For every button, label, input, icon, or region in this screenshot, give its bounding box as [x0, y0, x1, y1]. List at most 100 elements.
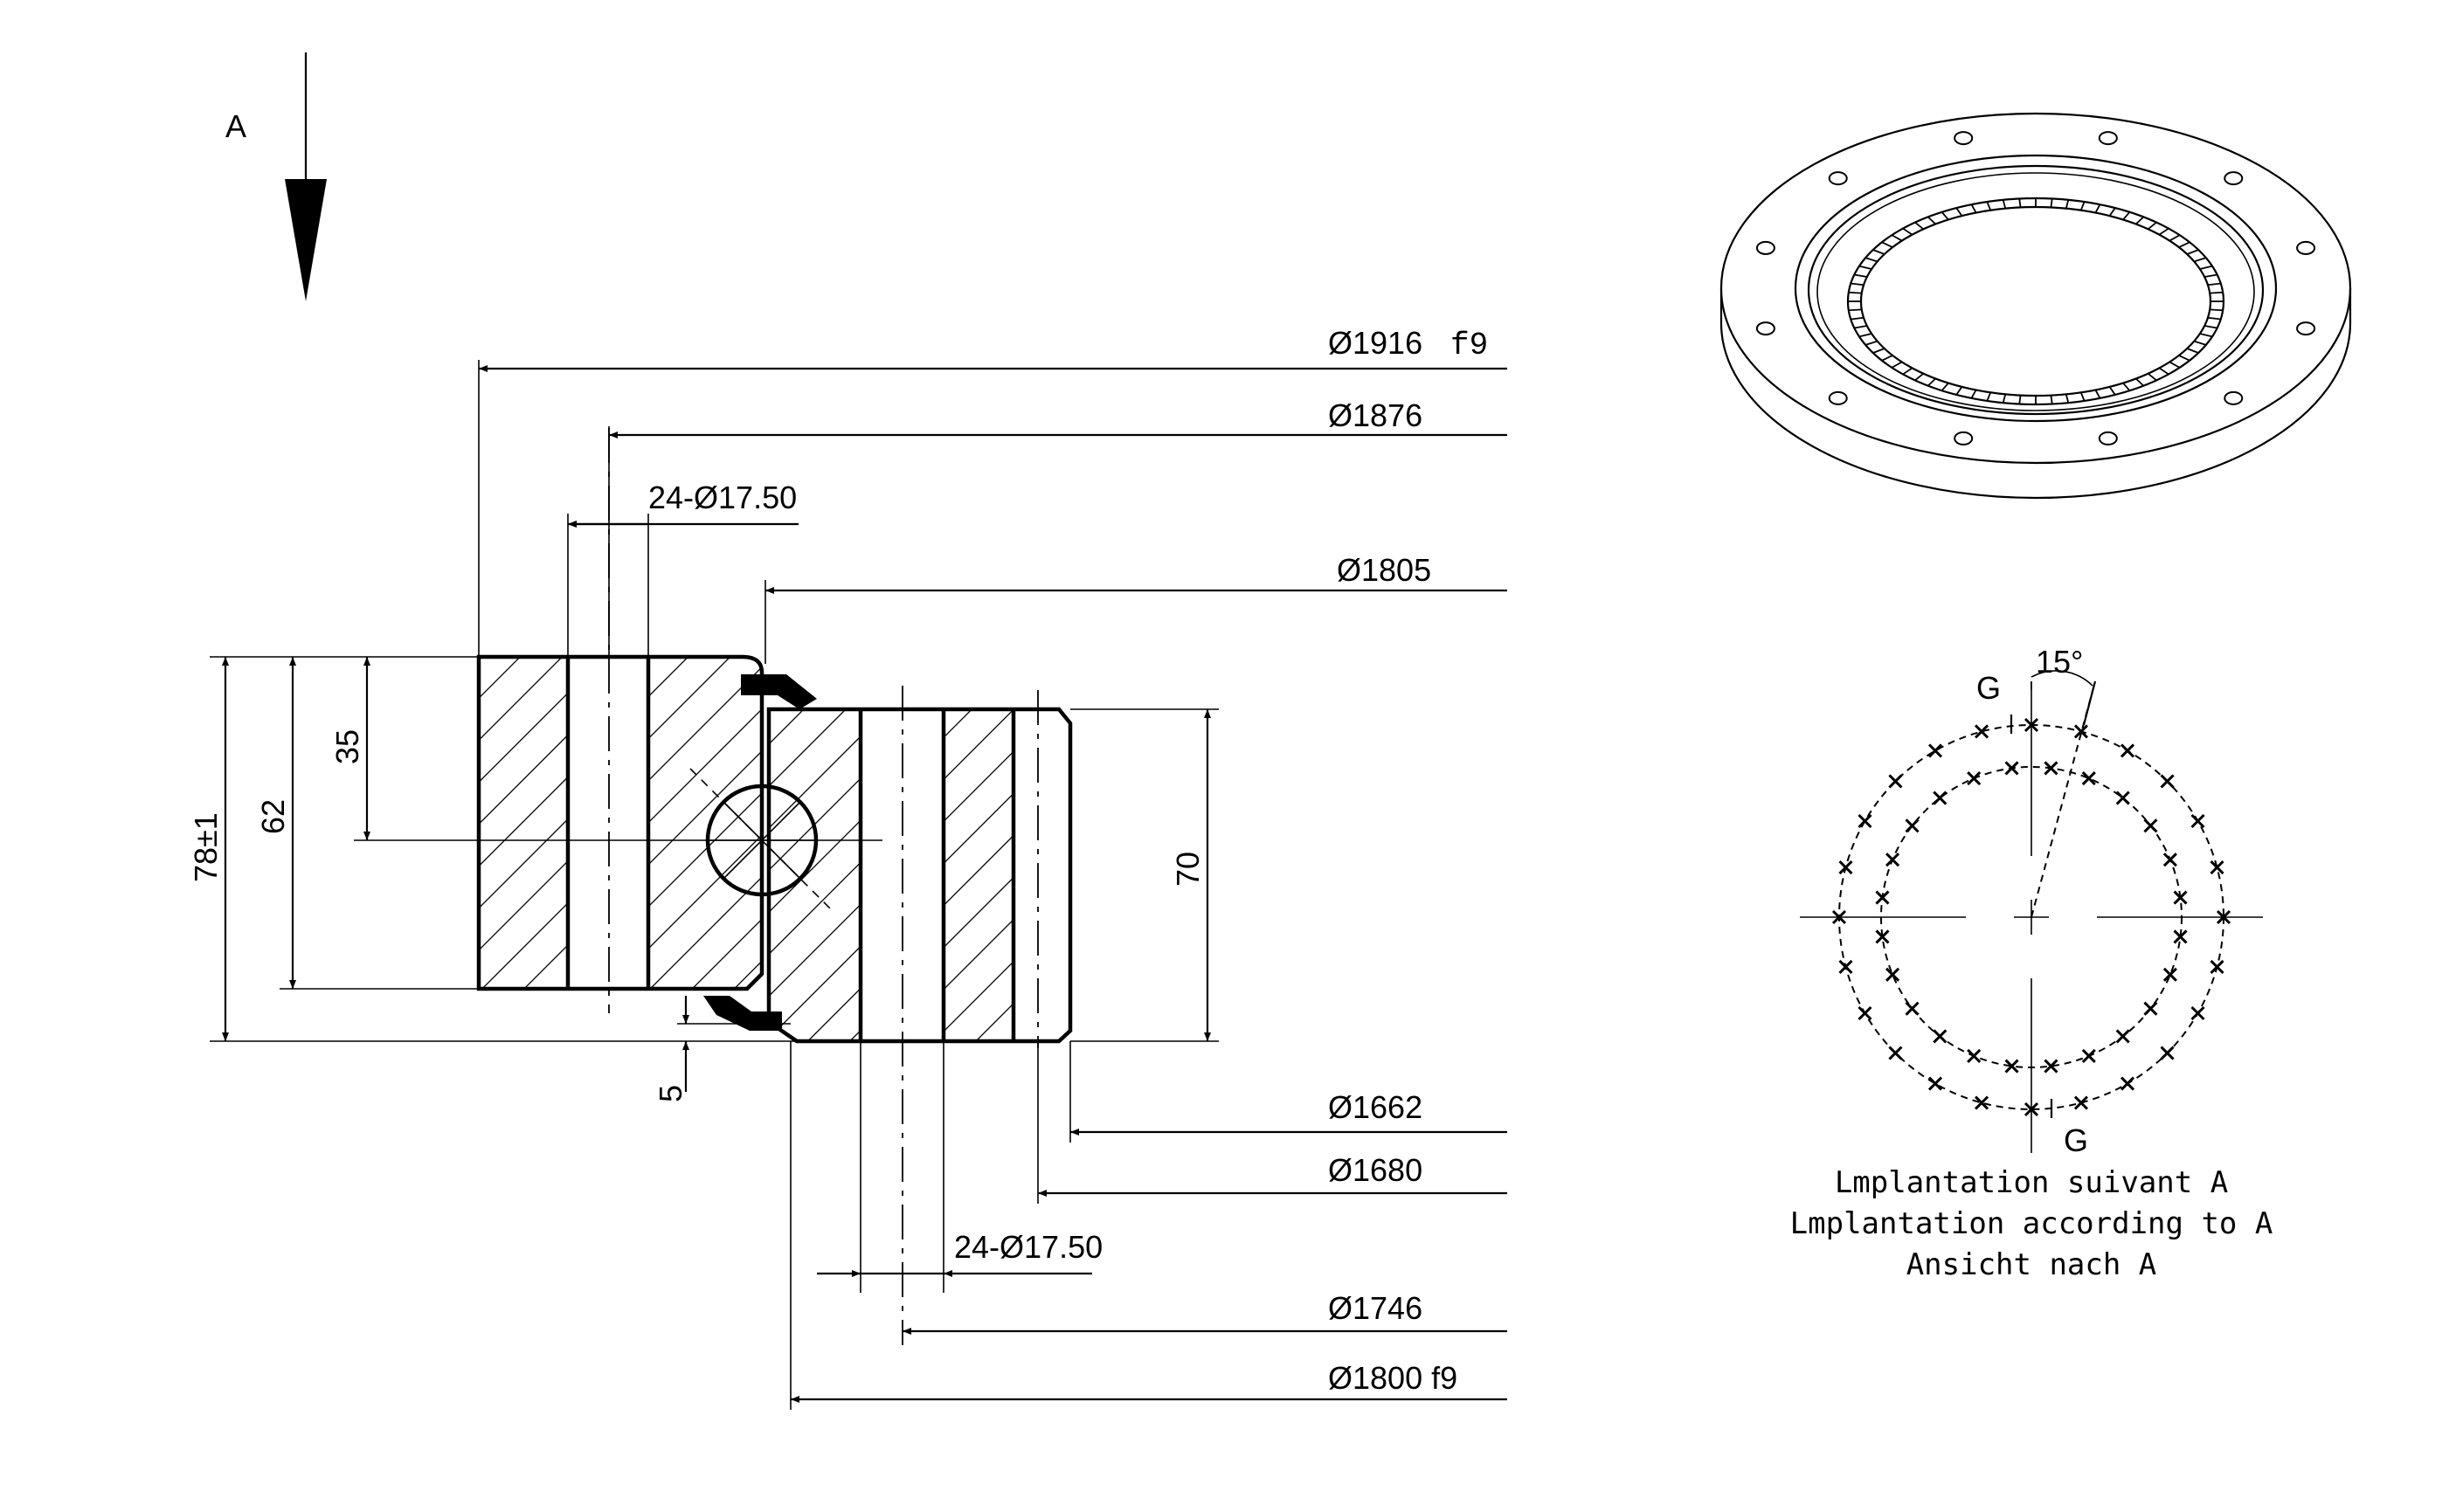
gear-tooth	[2169, 234, 2181, 242]
gear-tooth	[2199, 333, 2213, 338]
gear-tooth	[2178, 241, 2190, 248]
gear-tooth	[1881, 241, 1893, 248]
bolt-mark	[2044, 761, 2058, 776]
gear-tooth	[1854, 273, 1867, 278]
bolt-layout-view: 15° G G Lmplantation suivant A Lmplantat…	[1790, 644, 2273, 1282]
bolt-mark	[1838, 860, 1853, 875]
bolt-mark	[1974, 1095, 1989, 1110]
gear-tooth	[2186, 348, 2199, 354]
dim-1916: Ø1916	[1328, 325, 1422, 361]
bolt-mark	[2081, 771, 2096, 786]
bolt-mark	[2073, 724, 2089, 739]
gear-tooth	[2065, 394, 2070, 404]
bolt-hole	[2224, 171, 2244, 186]
gear-tooth	[1864, 340, 1878, 346]
bolt-mark	[1885, 967, 1900, 982]
dim-35: 35	[329, 729, 365, 764]
bolt-hole	[2296, 240, 2316, 255]
gear-tooth	[2122, 211, 2131, 221]
gear-tooth	[1864, 257, 1878, 263]
bolt-hole	[1755, 240, 1775, 255]
angle-15-label: 15°	[2036, 644, 2083, 680]
dim-1800: Ø1800 f9	[1328, 1360, 1457, 1396]
bolt-mark	[2004, 761, 2019, 776]
gear-tooth	[2158, 227, 2169, 236]
bolt-mark	[1905, 818, 1920, 833]
view-marker-label: A	[225, 108, 246, 144]
dim-1805: Ø1805	[1337, 552, 1431, 588]
bolt-mark	[1888, 1046, 1903, 1060]
bolt-mark	[1885, 853, 1900, 867]
bolt-mark	[2120, 1076, 2135, 1091]
gear-tooth	[2002, 199, 2007, 209]
gear-tooth	[1854, 325, 1867, 329]
gear-tooth	[1872, 249, 1885, 255]
gear-tooth	[1881, 355, 1893, 362]
gear-tooth	[1891, 361, 1903, 369]
gear-tooth	[1891, 234, 1903, 242]
gear-tooth	[2199, 265, 2213, 270]
dim-holes-top: 24-Ø17.50	[648, 480, 797, 515]
bolt-mark	[1858, 813, 1872, 829]
bolt-mark	[1905, 1001, 1920, 1016]
bolt-mark	[2162, 853, 2177, 867]
gear-tooth	[1927, 216, 1936, 225]
gear-tooth	[2018, 198, 2022, 208]
gear-tooth	[2094, 390, 2101, 399]
bolt-mark	[2073, 1095, 2089, 1110]
bolt-mark	[1967, 771, 1982, 786]
gear-tooth	[1848, 308, 1862, 312]
gear-tooth	[1986, 201, 1992, 211]
gear-tooth	[1941, 382, 1949, 391]
dim-1662: Ø1662	[1328, 1089, 1422, 1125]
bolt-mark	[2004, 1059, 2019, 1074]
section-g-bottom: G	[2064, 1122, 2088, 1158]
bolt-mark	[1927, 1076, 1943, 1091]
gear-tooth	[2207, 316, 2221, 321]
gear-tooth	[1858, 333, 1872, 338]
bolt-mark	[1875, 890, 1890, 905]
section-g-top: G	[1976, 670, 2001, 706]
bolt-mark	[2143, 1001, 2158, 1016]
gear-tooth	[1955, 207, 1963, 217]
bolt-mark	[2143, 818, 2158, 833]
bolt-mark	[2120, 743, 2135, 758]
outer-ring-hatch-left	[479, 657, 568, 989]
dim-holes-bottom: 24-Ø17.50	[954, 1229, 1103, 1265]
gear-tooth	[2204, 325, 2217, 329]
bolt-mark	[2173, 890, 2188, 905]
dim-1680: Ø1680	[1328, 1152, 1422, 1188]
gear-tooth	[1851, 316, 1864, 321]
gear-tooth	[2108, 207, 2116, 217]
gear-tooth	[1927, 377, 1936, 387]
bolt-mark	[1831, 909, 1847, 925]
gear-tooth	[2135, 216, 2144, 225]
gear-tooth	[2147, 221, 2157, 230]
dim-5: 5	[653, 1085, 688, 1102]
bolt-hole	[1828, 390, 1848, 405]
gear-tooth	[2094, 204, 2101, 213]
gear-tooth	[2210, 308, 2224, 312]
bolt-hole	[2098, 431, 2118, 445]
gear-tooth	[2186, 249, 2199, 255]
view-arrow-a: A	[225, 52, 327, 301]
gear-tooth	[1986, 391, 1992, 402]
gear-tooth	[1914, 221, 1925, 230]
gear-tooth	[2204, 273, 2217, 278]
bolt-mark	[2190, 1005, 2205, 1021]
bolt-mark	[1838, 959, 1853, 975]
gear-tooth	[1872, 348, 1885, 354]
dim-1746: Ø1746	[1328, 1290, 1422, 1326]
gear-tooth	[2158, 367, 2169, 376]
flange-bolt-holes	[1755, 131, 2316, 445]
outer-ring-outline	[476, 654, 764, 991]
gear-tooth	[2079, 391, 2086, 402]
bolt-mark	[1967, 1048, 1982, 1063]
dim-62: 62	[255, 799, 291, 834]
bottom-seal	[703, 996, 782, 1031]
gear-tooth	[1941, 211, 1949, 221]
bolt-position-marks	[1831, 717, 2231, 1117]
gear-tooth	[1851, 282, 1864, 287]
bolt-mark	[1858, 1005, 1872, 1021]
